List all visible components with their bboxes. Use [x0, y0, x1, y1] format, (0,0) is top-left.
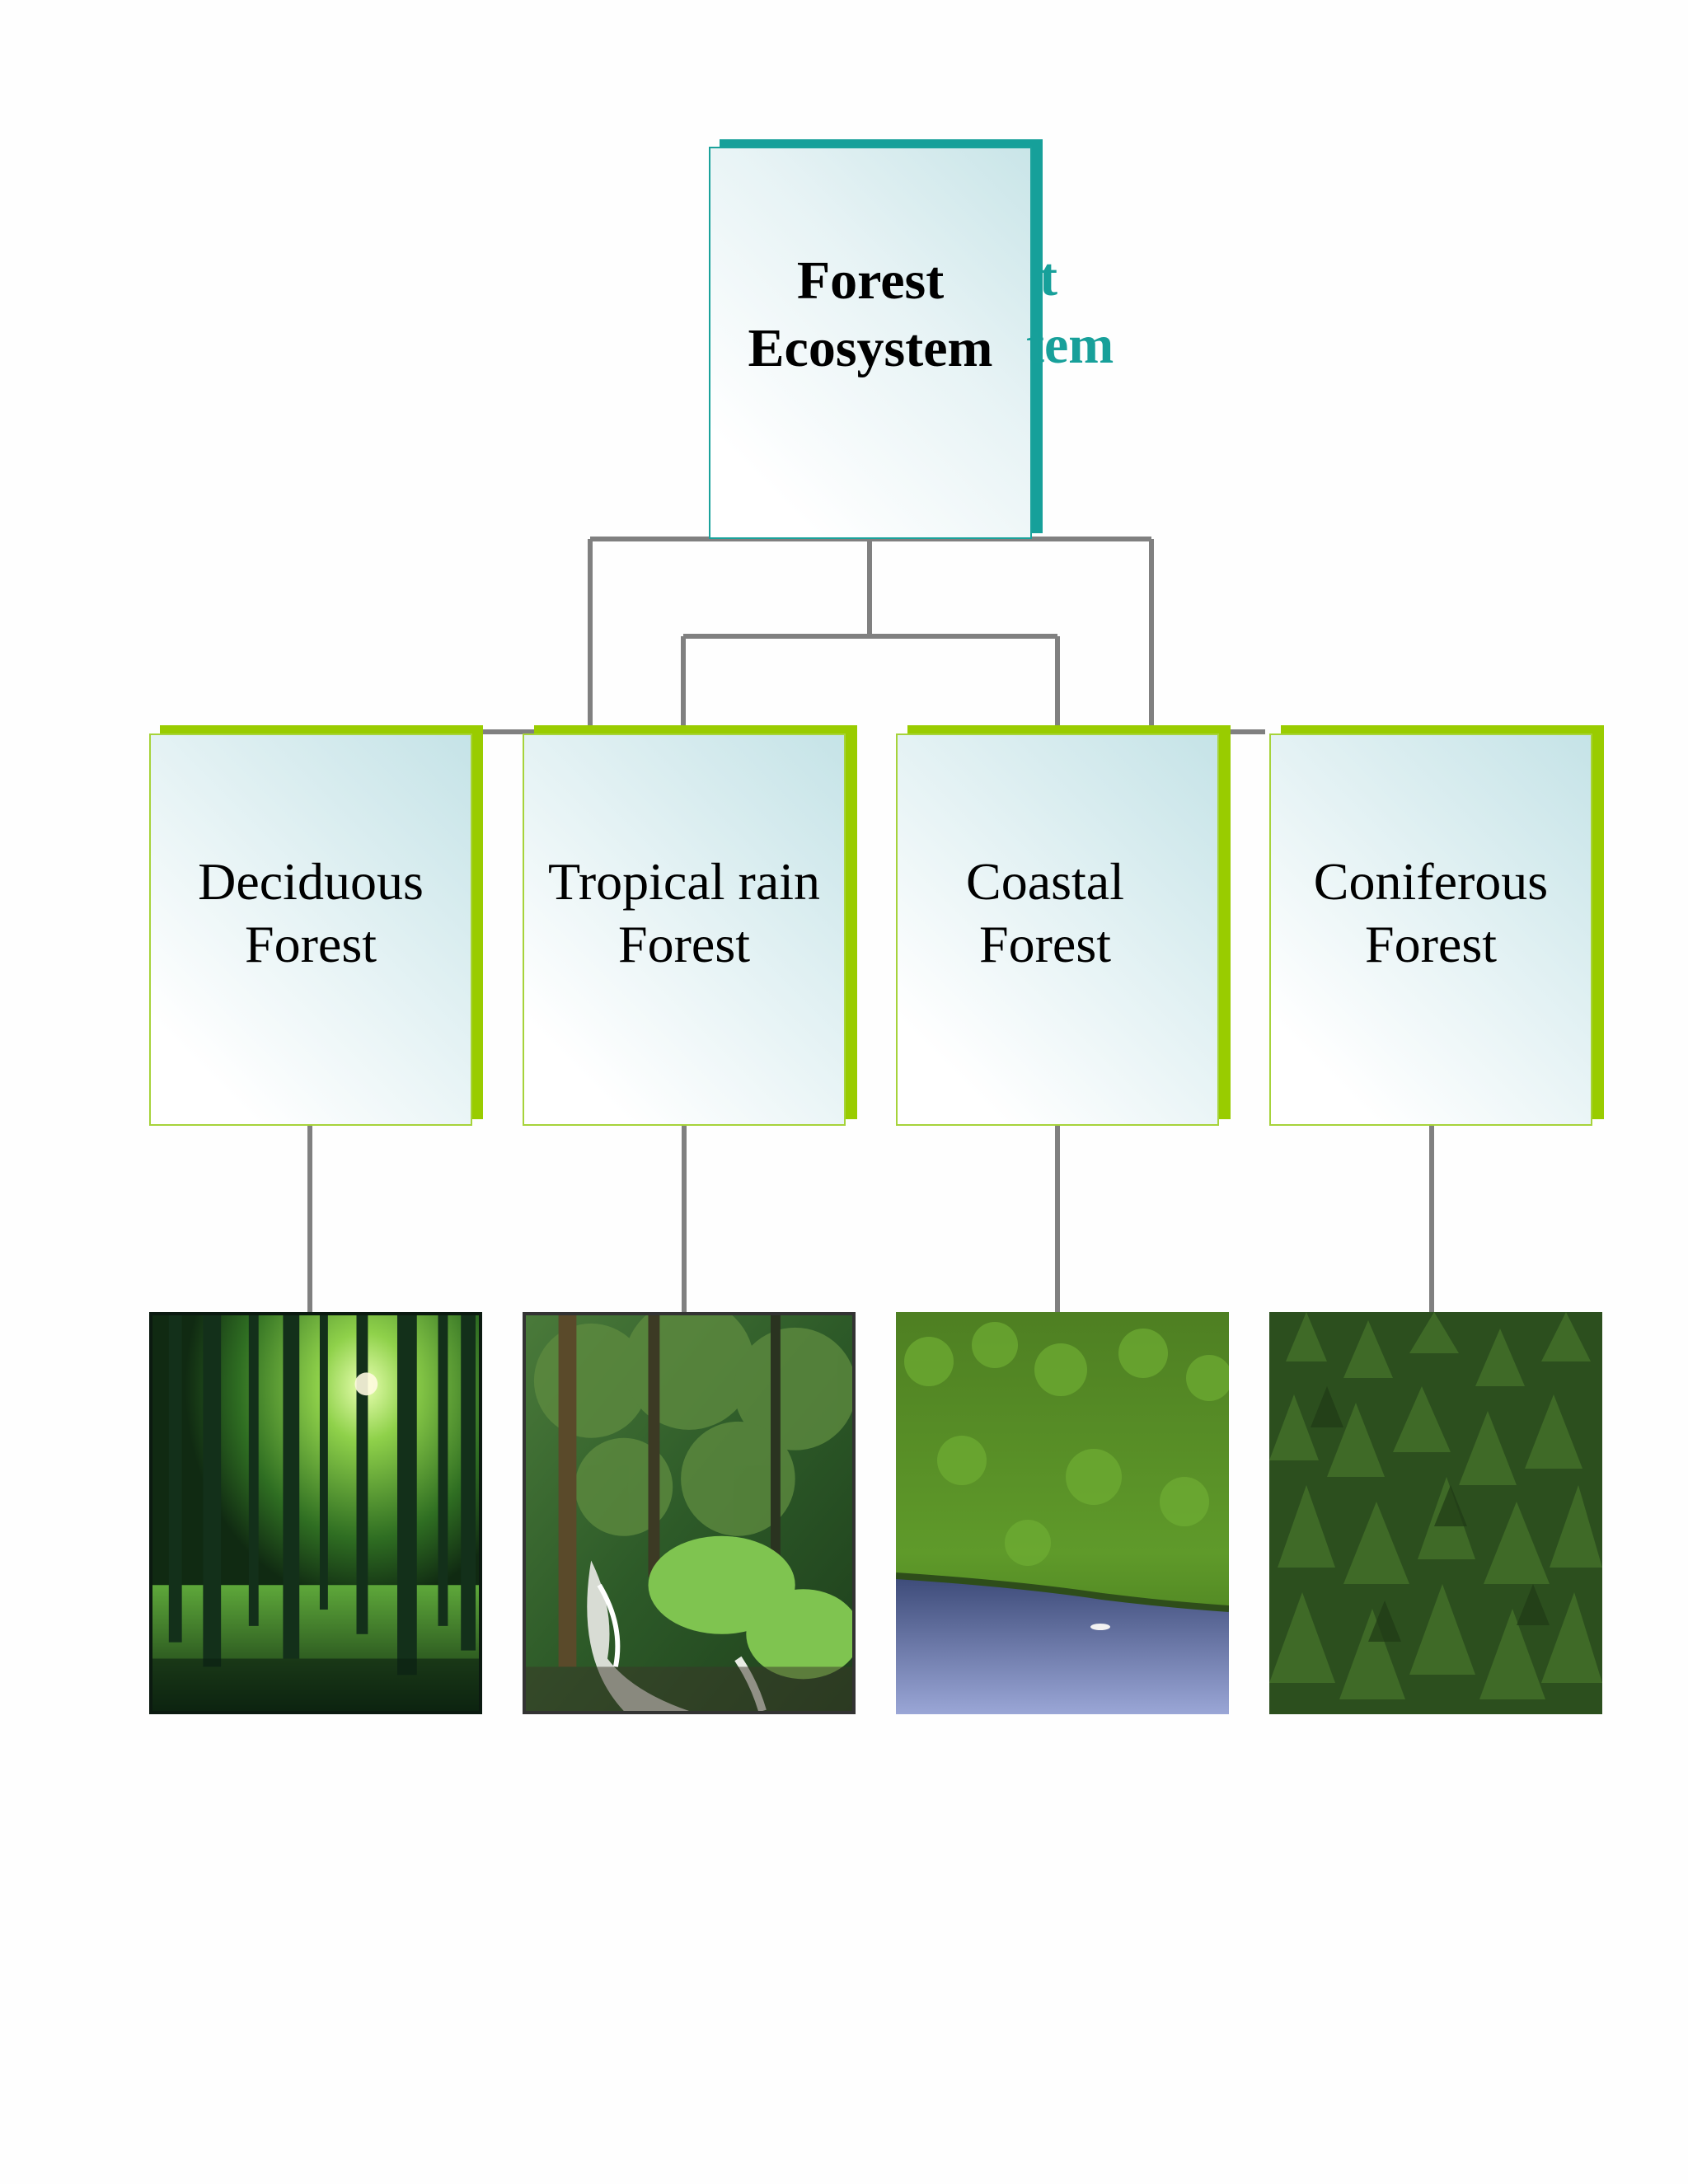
- root-title-ghost-text: t tem: [1026, 244, 1125, 379]
- root-title-line1: Forest: [710, 247, 1030, 315]
- coastal-line2: Forest: [966, 913, 1124, 976]
- coniferous-forest-photo: [1269, 1312, 1602, 1714]
- child-node-coastal: Coastal Forest: [896, 733, 1219, 1126]
- connector-to-deciduous: [481, 539, 590, 732]
- coniferous-line2: Forest: [1314, 913, 1548, 976]
- child-label-coniferous: Coniferous Forest: [1314, 851, 1548, 976]
- tropical-line1: Tropical rain: [548, 851, 820, 913]
- child-node-deciduous: Deciduous Forest: [149, 733, 472, 1126]
- child-label-tropical: Tropical rain Forest: [548, 851, 820, 976]
- root-ghost-line2: tem: [1026, 312, 1125, 379]
- root-ghost-line1: t: [1026, 244, 1125, 312]
- root-node-forest-ecosystem: Forest Ecosystem: [709, 147, 1032, 539]
- child-node-tropical: Tropical rain Forest: [523, 733, 846, 1126]
- coniferous-line1: Coniferous: [1314, 851, 1548, 913]
- child-label-coastal: Coastal Forest: [966, 851, 1124, 976]
- deciduous-forest-photo: [149, 1312, 482, 1714]
- root-title-line2: Ecosystem: [710, 315, 1030, 382]
- tropical-line2: Forest: [548, 913, 820, 976]
- child-node-coniferous: Coniferous Forest: [1269, 733, 1592, 1126]
- coastal-forest-photo: [896, 1312, 1229, 1714]
- child-label-deciduous: Deciduous Forest: [198, 851, 424, 976]
- coastal-line1: Coastal: [966, 851, 1124, 913]
- connector-to-coniferous: [1151, 539, 1265, 732]
- deciduous-line1: Deciduous: [198, 851, 424, 913]
- tropical-rainforest-photo: [523, 1312, 856, 1714]
- root-node-title: Forest Ecosystem: [710, 247, 1030, 382]
- deciduous-line2: Forest: [198, 913, 424, 976]
